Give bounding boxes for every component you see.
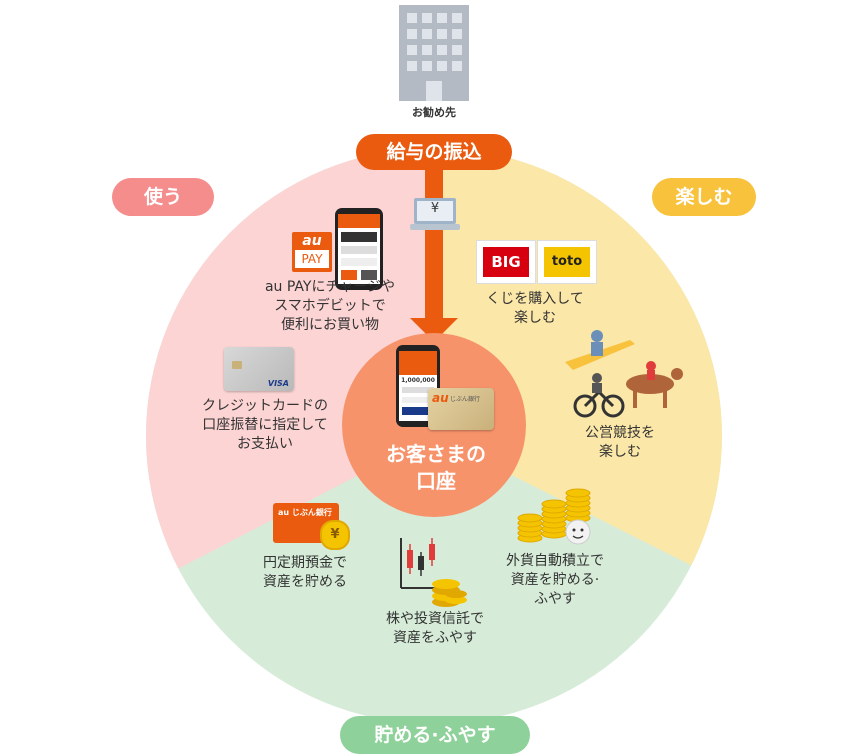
lottery-caption-line2: 楽しむ — [514, 310, 556, 326]
racing-caption: 公営競技を 楽しむ — [560, 424, 680, 462]
credit-caption-line1: クレジットカードの — [202, 398, 328, 414]
bank-card-bank: じぶん銀行 — [450, 396, 481, 403]
au-pay-logo: au PAY — [292, 232, 332, 272]
jibun-bank-card-label: au じぶん銀行 — [278, 508, 332, 517]
credit-caption: クレジットカードの 口座振替に指定して お支払い — [170, 397, 360, 454]
salary-transfer-badge: 給与の振込 — [356, 134, 512, 170]
lottery-caption-line1: くじを購入して — [486, 291, 584, 307]
toto-logo-text: toto — [544, 247, 590, 277]
racing-caption-line2: 楽しむ — [599, 444, 641, 460]
public-racing-illustration — [555, 322, 685, 418]
stock-chart-coins-icon — [398, 536, 468, 608]
au-pay-caption-line1: au PAYにチャージや — [264, 279, 396, 295]
big-logo-text: BIG — [483, 247, 529, 277]
bank-card-image: au じぶん銀行 — [428, 388, 494, 430]
foreign-currency-coins-icon — [516, 488, 596, 546]
flow-arrow-shaft — [425, 168, 443, 318]
fx-savings-caption-line1: 外貨自動積立で — [506, 553, 604, 569]
yen-symbol: ¥ — [430, 201, 440, 216]
yen-coin-symbol: ¥ — [330, 527, 340, 542]
credit-caption-line2: 口座振替に指定して — [202, 417, 328, 433]
investment-caption-line2: 資産をふやす — [393, 630, 477, 646]
racing-caption-line1: 公営競技を — [585, 425, 655, 441]
phone-balance: 1,000,000 — [401, 377, 435, 384]
building-icon — [399, 5, 469, 101]
bank-card-logo: au — [432, 391, 449, 405]
customer-account-title: お客さまの 口座 — [356, 441, 516, 495]
fx-savings-caption-line2: 資産を貯める· — [510, 572, 600, 588]
au-pay-logo-top: au — [302, 233, 322, 249]
enjoy-section-badge: 楽しむ — [652, 178, 756, 216]
toto-logo: toto — [537, 240, 597, 284]
lottery-caption: くじを購入して 楽しむ — [470, 290, 600, 328]
yen-transfer-icon: ¥ — [410, 198, 460, 232]
enjoy-sector — [434, 148, 722, 630]
time-deposit-caption-line1: 円定期預金で — [263, 555, 347, 571]
yen-coin-icon: ¥ — [320, 520, 350, 550]
fx-savings-caption-line3: ふやす — [534, 591, 576, 607]
credit-card-image: VISA — [224, 347, 294, 391]
au-pay-caption-line2: スマホデビットで — [274, 298, 386, 314]
investment-caption: 株や投資信託で 資産をふやす — [360, 610, 510, 648]
card-brand-label: VISA — [267, 379, 289, 388]
use-section-badge: 使う — [112, 178, 214, 216]
center-title-line1: お客さまの — [386, 442, 486, 466]
fx-savings-caption: 外貨自動積立で 資産を貯める· ふやす — [490, 552, 620, 609]
flow-arrow-head — [410, 318, 458, 342]
credit-caption-line3: お支払い — [237, 436, 293, 452]
time-deposit-caption-line2: 資産を貯める — [263, 574, 347, 590]
save-section-badge: 貯める·ふやす — [340, 716, 530, 754]
center-title-line2: 口座 — [416, 469, 456, 493]
au-pay-caption-line3: 便利にお買い物 — [281, 317, 379, 333]
big-logo: BIG — [476, 240, 536, 284]
au-pay-caption: au PAYにチャージや スマホデビットで 便利にお買い物 — [235, 278, 425, 335]
time-deposit-caption: 円定期預金で 資産を貯める — [240, 554, 370, 592]
investment-caption-line1: 株や投資信託で — [386, 611, 484, 627]
au-pay-logo-bottom: PAY — [295, 250, 329, 268]
smartphone-image — [335, 208, 383, 290]
source-label: お勧め先 — [412, 106, 456, 119]
